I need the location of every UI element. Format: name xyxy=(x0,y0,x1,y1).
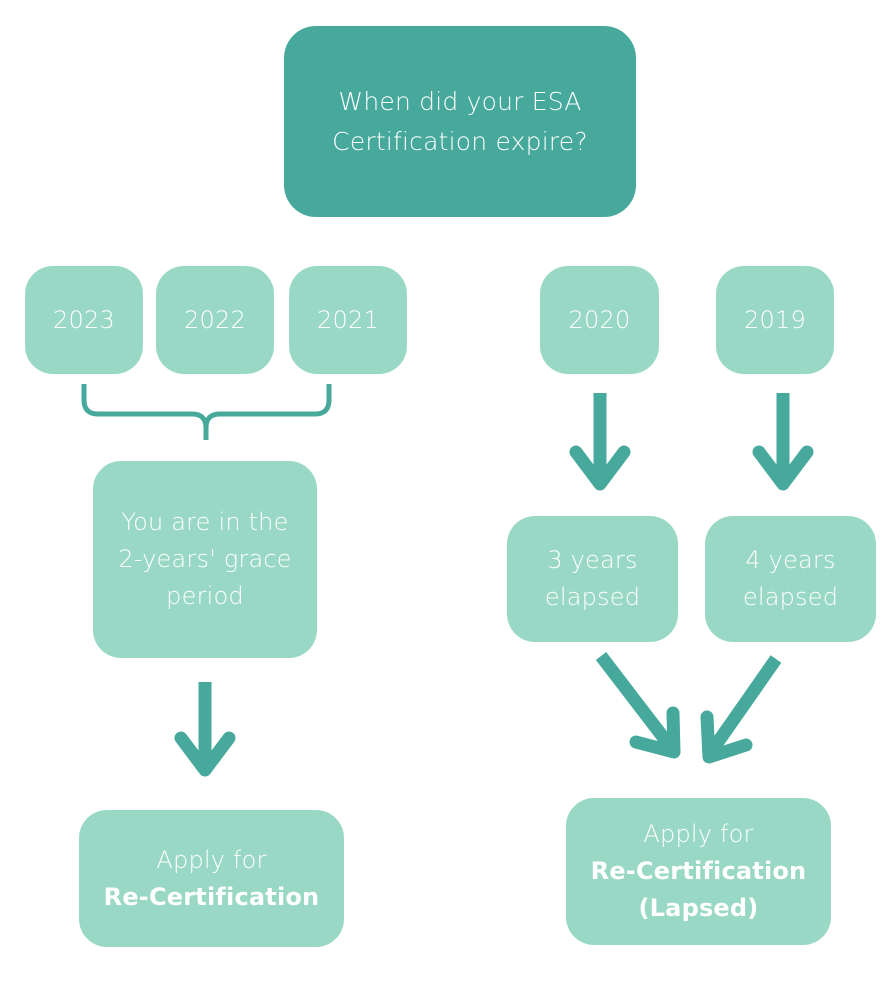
grace-period-text: You are in the 2-years' grace period xyxy=(118,504,292,615)
question-line-1: When did your ESA xyxy=(338,86,582,116)
question-text: When did your ESA Certification expire? xyxy=(332,82,588,162)
outcome-left-line-1: Apply for xyxy=(156,845,267,874)
year-box-2021: 2021 xyxy=(289,266,407,374)
year-box-2023: 2023 xyxy=(25,266,143,374)
grace-line-3: period xyxy=(166,582,244,610)
outcome-right-bold-2: (Lapsed) xyxy=(638,894,759,922)
question-line-2: Certification expire? xyxy=(332,126,588,156)
grace-line-1: You are in the xyxy=(121,508,289,536)
elapsed-3-line-1: 3 years xyxy=(547,546,638,574)
question-box: When did your ESA Certification expire? xyxy=(284,26,636,217)
grace-period-box: You are in the 2-years' grace period xyxy=(93,461,317,658)
down-arrow-icon xyxy=(569,393,631,491)
elapsed-4-text: 4 years elapsed xyxy=(743,542,838,616)
outcome-right-text: Apply for Re-Certification (Lapsed) xyxy=(591,816,807,927)
outcome-right-line-1: Apply for xyxy=(643,820,754,848)
grace-line-2: 2-years' grace xyxy=(118,545,292,573)
outcome-recertification-box: Apply for Re-Certification xyxy=(79,810,344,947)
curly-brace-icon xyxy=(81,384,332,440)
year-box-2020: 2020 xyxy=(540,266,659,374)
year-box-2022: 2022 xyxy=(156,266,274,374)
elapsed-box-3-years: 3 years elapsed xyxy=(507,516,678,642)
elapsed-box-4-years: 4 years elapsed xyxy=(705,516,876,642)
outcome-left-bold-1: Re-Certification xyxy=(103,882,320,911)
elapsed-4-line-1: 4 years xyxy=(745,546,836,574)
elapsed-4-line-2: elapsed xyxy=(742,583,839,611)
outcome-right-bold-1: Re-Certification xyxy=(590,857,807,885)
down-arrow-icon xyxy=(752,393,814,491)
diagonal-arrow-down-left-icon xyxy=(700,655,782,764)
outcome-lapsed-box: Apply for Re-Certification (Lapsed) xyxy=(566,798,831,945)
down-arrow-icon xyxy=(174,682,236,777)
outcome-left-text: Apply for Re-Certification xyxy=(104,842,320,916)
elapsed-3-text: 3 years elapsed xyxy=(545,542,640,616)
elapsed-3-line-2: elapsed xyxy=(544,583,641,611)
year-box-2019: 2019 xyxy=(716,266,834,374)
diagonal-arrow-down-right-icon xyxy=(595,652,681,759)
